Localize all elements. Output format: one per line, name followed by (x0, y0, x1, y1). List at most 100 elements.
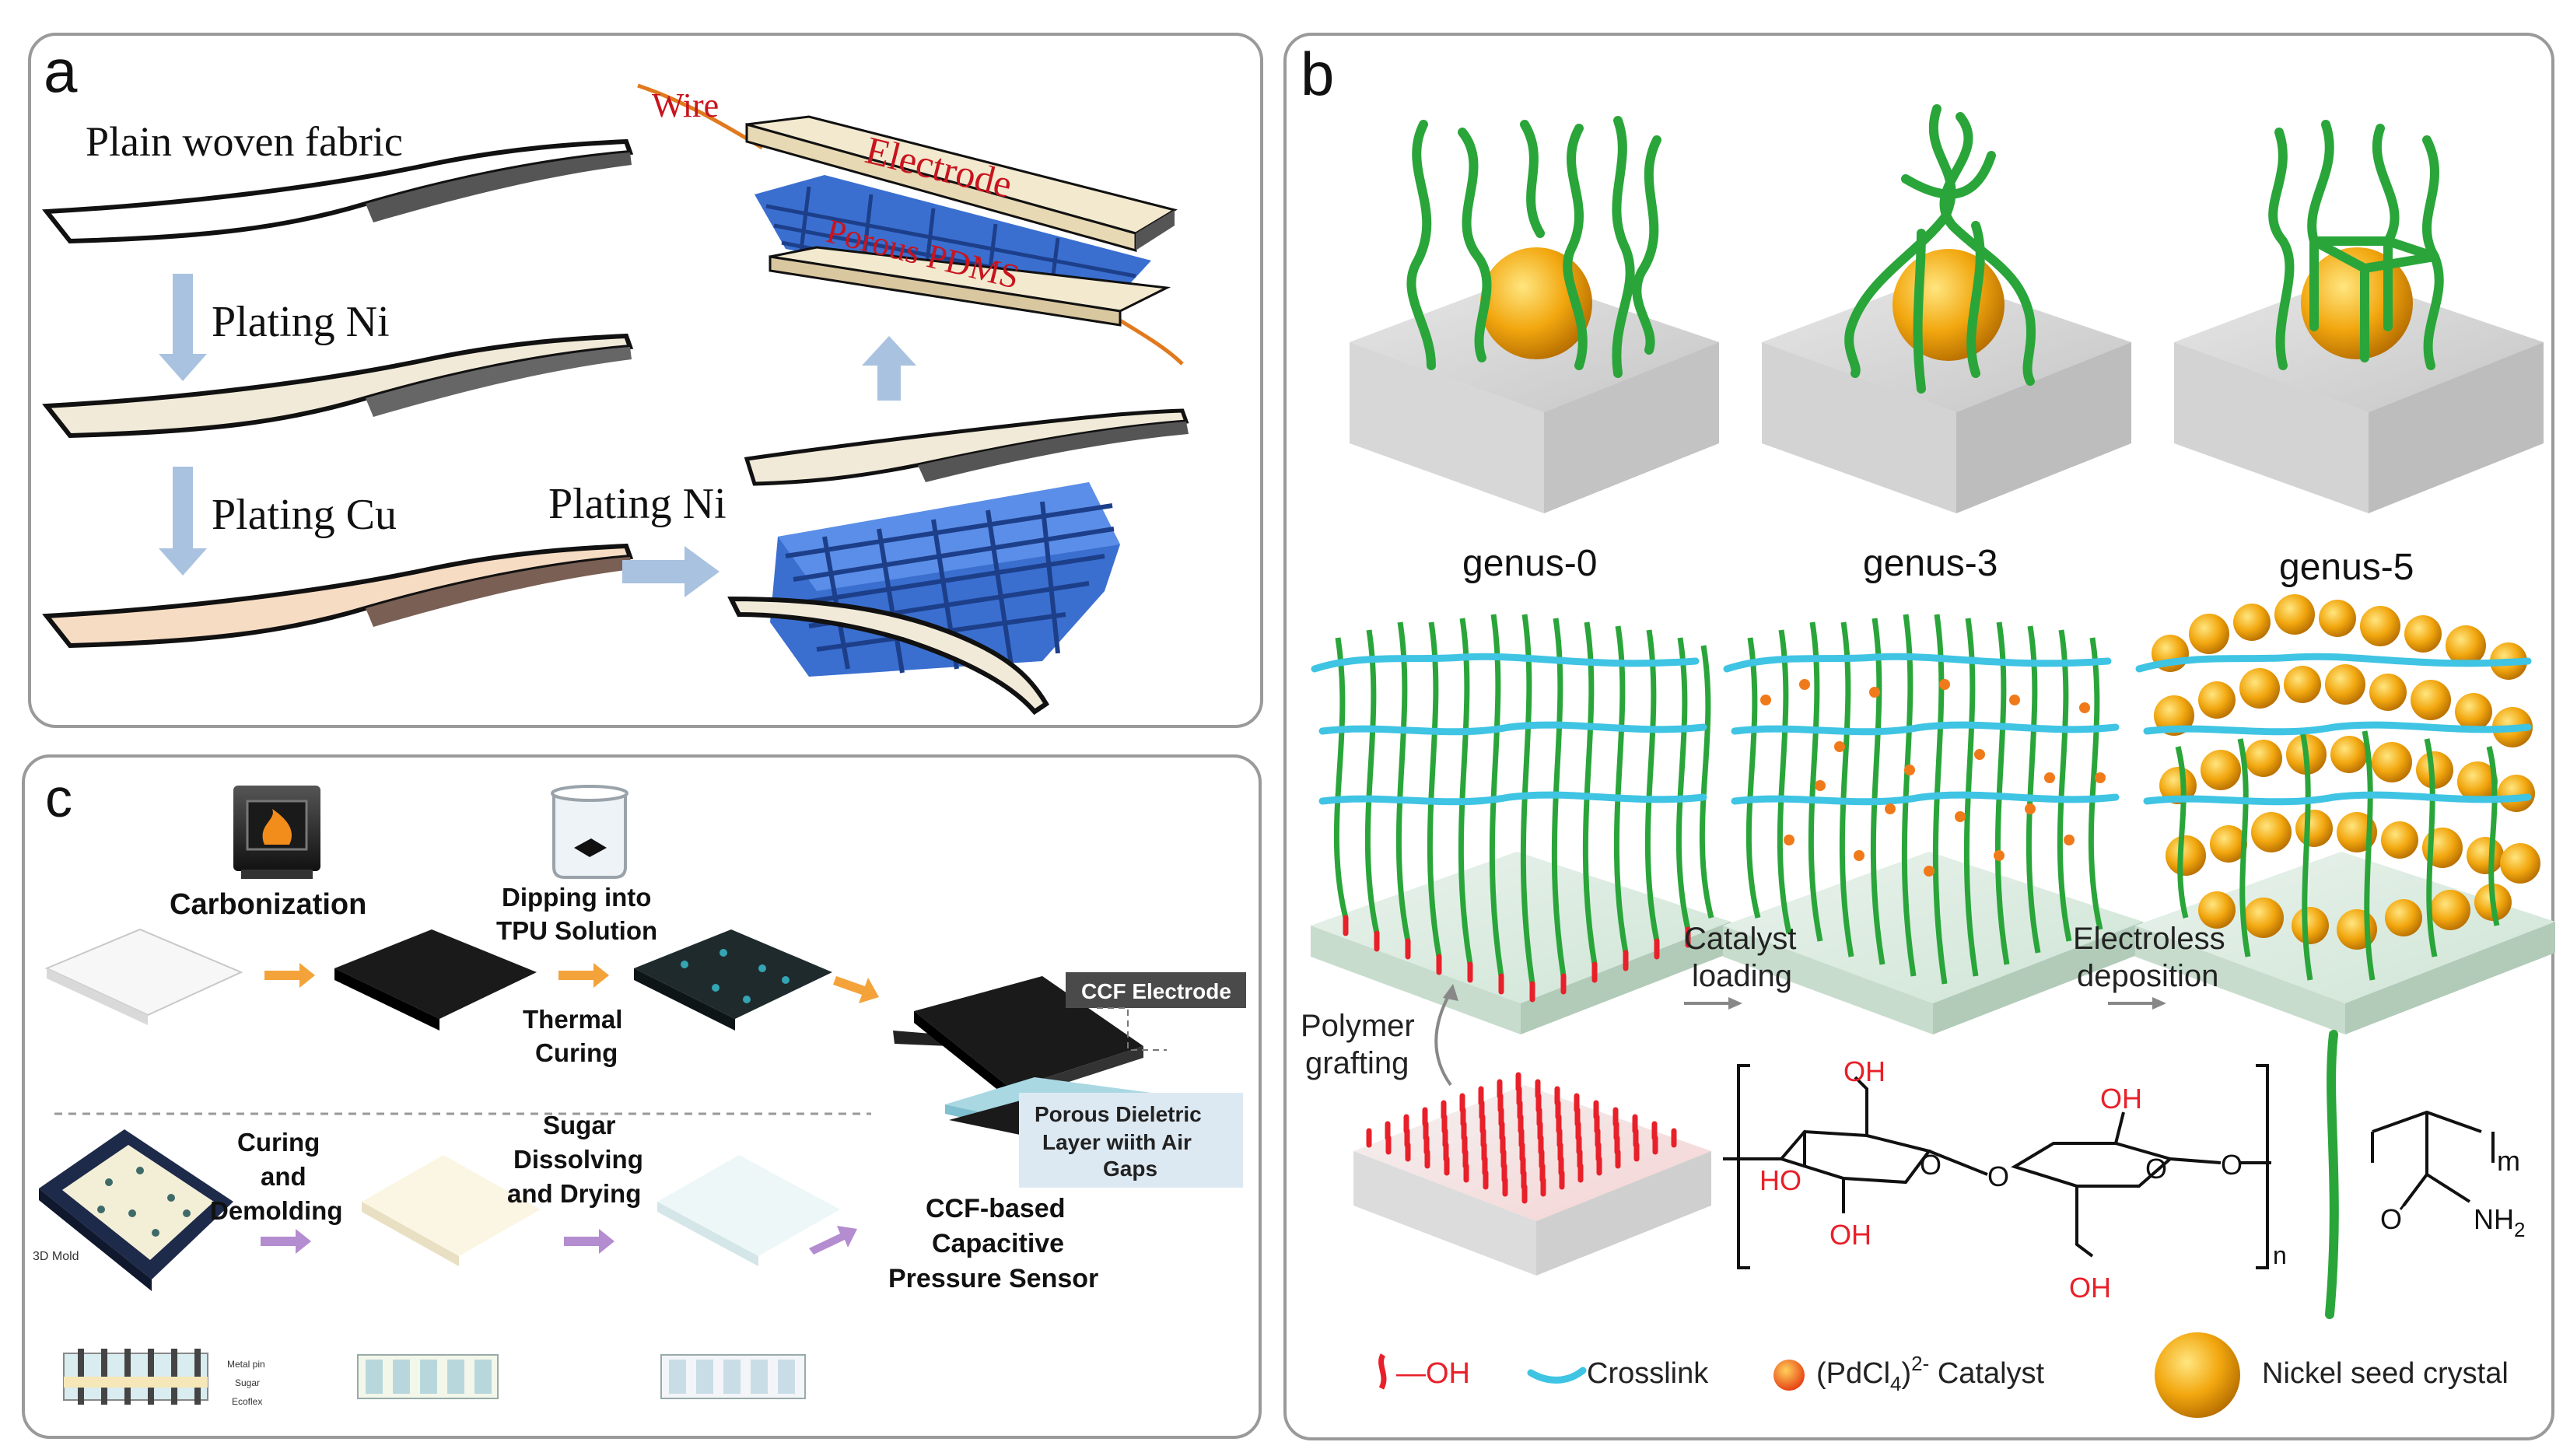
genus-0-unit (1350, 116, 1719, 513)
chem-o-bridge: O (1987, 1160, 2009, 1192)
chem-oh-top: OH (1843, 1055, 1885, 1087)
arrow-orange-3 (833, 976, 879, 1003)
legend-nickel-label: Nickel seed crystal (2262, 1357, 2509, 1390)
legend-b: —OH Crosslink (PdCl4)2- Catalyst Nickel … (1378, 1332, 2509, 1418)
panel-a-letter: a (44, 37, 78, 105)
ccf-electrode-tag (1066, 972, 1246, 1008)
cross-section-sugar (357, 1354, 499, 1399)
porous-layer-tag (1019, 1093, 1243, 1188)
sheet-porous-ecoflex (657, 1155, 840, 1266)
arrow-purple-1 (261, 1229, 311, 1254)
chem-o-end: O (2221, 1149, 2243, 1181)
sheet-carbonized (334, 929, 537, 1031)
brush-block-1 (1311, 614, 1731, 1034)
label-ccf-based: CCF-based (926, 1194, 1065, 1223)
chem-oh-bottom: OH (2069, 1272, 2111, 1304)
chem-o-ring2: O (2145, 1153, 2167, 1185)
beaker-icon (551, 785, 628, 879)
label-sugar: Sugar (543, 1111, 616, 1139)
furnace-icon (233, 786, 320, 879)
panel-a: a Plain woven fabric Plating Ni Plating … (28, 33, 1263, 728)
arrow-polymer-grafting (1434, 991, 1452, 1087)
label-dipping-2: TPU Solution (496, 916, 657, 945)
arrow-purple-3 (809, 1226, 857, 1255)
nickel-seed-genus-3 (1892, 249, 2005, 361)
right-arrow-ni (622, 546, 720, 597)
down-arrow-ni (159, 274, 207, 381)
label-curing: Curing (237, 1128, 320, 1157)
ccf-electrode-label: CCF Electrode (1081, 979, 1231, 1003)
exploded-electrode-top (744, 408, 1189, 486)
label-and-drying: and Drying (507, 1179, 641, 1208)
panel-c-letter: c (45, 768, 72, 828)
label-genus-5: genus-5 (2279, 547, 2414, 588)
panel-b: b (1283, 33, 2555, 1440)
xs-label-ecoflex: Ecoflex (232, 1396, 262, 1407)
porous-label-1: Porous Dieletric (1035, 1102, 1202, 1126)
label-dipping-1: Dipping into (502, 883, 651, 912)
label-grafting: grafting (1305, 1046, 1409, 1080)
panel-b-letter: b (1301, 40, 1334, 108)
panel-c-frame (22, 754, 1262, 1439)
porous-label-2: Layer wiith Air (1042, 1130, 1192, 1154)
label-demolding: Demolding (210, 1196, 343, 1225)
chem-nh2: NH2 (2474, 1203, 2525, 1241)
label-thermal: Thermal (523, 1005, 622, 1034)
porous-label-3: Gaps (1103, 1157, 1157, 1181)
label-genus-0: genus-0 (1462, 543, 1597, 584)
genus-5-unit (2174, 120, 2544, 513)
sheet-white-lattice (44, 928, 243, 1025)
label-capacitive: Capacitive (932, 1229, 1064, 1258)
legend-crosslink-label: Crosslink (1587, 1357, 1709, 1390)
chem-oh-right: OH (2100, 1083, 2142, 1115)
label-plain-woven-fabric: Plain woven fabric (86, 118, 403, 165)
assembled-sensor (637, 83, 1184, 366)
label-carbonization: Carbonization (170, 888, 366, 921)
xs-label-metal-pin: Metal pin (227, 1359, 265, 1370)
cross-section-mold (63, 1349, 208, 1405)
sheet-tpu-coated (634, 929, 832, 1031)
label-wire: Wire (652, 86, 719, 124)
up-arrow (862, 336, 916, 401)
label-pressure-sensor: Pressure Sensor (888, 1264, 1098, 1293)
brush-block-2 (1723, 614, 2143, 1034)
label-electroless: Electroless (2073, 922, 2225, 956)
label-and: and (261, 1162, 306, 1191)
legend-crosslink-icon (1527, 1367, 1587, 1384)
label-catalyst: Catalyst (1684, 922, 1797, 956)
label-loading: loading (1692, 959, 1792, 993)
label-plating-cu: Plating Cu (212, 491, 397, 539)
chem-sub-n: n (2273, 1241, 2287, 1269)
label-genus-3: genus-3 (1863, 543, 1998, 584)
brush-block-3 (2135, 594, 2555, 1034)
panel-c: c (22, 754, 1262, 1439)
legend-nickel-icon (2155, 1332, 2240, 1418)
fabric-sheet-plain (42, 138, 634, 244)
legend-hydroxyl-icon (1378, 1353, 1387, 1390)
label-deposition: deposition (2077, 959, 2218, 993)
hydroxyl-substrate (1353, 1072, 1711, 1276)
fabric-sheet-cu (42, 543, 634, 649)
arrow-orange-1 (264, 963, 315, 988)
chem-sub-m: m (2497, 1145, 2520, 1177)
cellulose-structure (1723, 1030, 2495, 1319)
label-polymer: Polymer (1301, 1009, 1415, 1043)
legend-catalyst-label: (PdCl4)2- Catalyst (1816, 1352, 2045, 1395)
mold-3d (39, 1129, 233, 1291)
label-plating-ni-2: Plating Ni (548, 480, 727, 528)
label-plating-ni-1: Plating Ni (212, 298, 390, 346)
cross-section-porous (660, 1354, 806, 1399)
down-arrow-cu (159, 467, 207, 576)
exploded-electrode-bottom (727, 596, 1050, 715)
chem-o-ring1: O (1920, 1149, 1942, 1181)
arrow-orange-2 (558, 963, 609, 988)
chem-oh-mid: OH (1829, 1219, 1871, 1251)
arrow-purple-2 (564, 1229, 614, 1254)
mold-3d-label: 3D Mold (33, 1250, 79, 1263)
label-dissolving: Dissolving (513, 1145, 643, 1174)
genus-3-unit (1762, 104, 2131, 513)
xs-label-sugar: Sugar (235, 1377, 260, 1388)
legend-oh-label: —OH (1396, 1357, 1470, 1390)
